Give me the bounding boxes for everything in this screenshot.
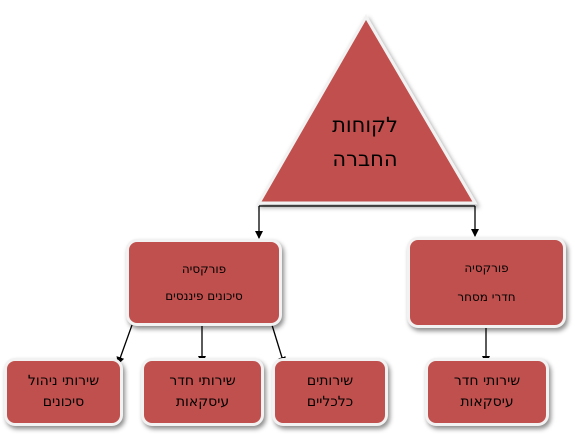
- node-right-branch-line-2: חדרי מסחר: [457, 290, 516, 304]
- connector-apex-to-left: [255, 205, 475, 239]
- node-right-branch: פורקסיה חדרי מסחר: [407, 237, 566, 328]
- node-left-child-3: שירותים כלכליים: [272, 358, 388, 426]
- node-left-branch-line-1: פורקסיה: [181, 261, 227, 276]
- connector-left-to-child-1: [116, 324, 133, 365]
- node-left-child-2: שירותי חדר עיסקאות: [141, 358, 264, 426]
- node-right-child-1: שירותי חדר עיסקאות: [425, 358, 549, 426]
- node-left-child-2-line-2: עיסקאות: [175, 394, 230, 410]
- connector-left-to-child-3: [271, 324, 286, 365]
- node-left-child-2-line-1: שירותי חדר: [169, 373, 236, 389]
- apex-label-line-1: לקוחות: [332, 113, 398, 137]
- node-left-branch: פורקסיה סיכונים פיננסים: [126, 239, 282, 326]
- node-left-child-3-line-1: שירותים: [306, 373, 354, 389]
- node-left-child-1: שירותי ניהול סיכונים: [4, 358, 123, 426]
- node-right-child-1-line-2: עיסקאות: [460, 394, 514, 410]
- node-left-child-1-line-1: שירותי ניהול: [27, 373, 100, 389]
- apex-triangle: [256, 14, 478, 205]
- node-left-branch-line-2: סיכונים פיננסים: [165, 289, 243, 304]
- node-left-child-1-line-2: סיכונים: [42, 394, 85, 410]
- node-left-child-3-line-2: כלכליים: [306, 394, 354, 410]
- apex-label-line-2: החברה: [332, 147, 398, 171]
- node-right-branch-line-1: פורקסיה: [464, 261, 509, 275]
- apex-label: לקוחות החברה: [300, 108, 430, 176]
- node-right-child-1-line-1: שירותי חדר: [453, 373, 521, 389]
